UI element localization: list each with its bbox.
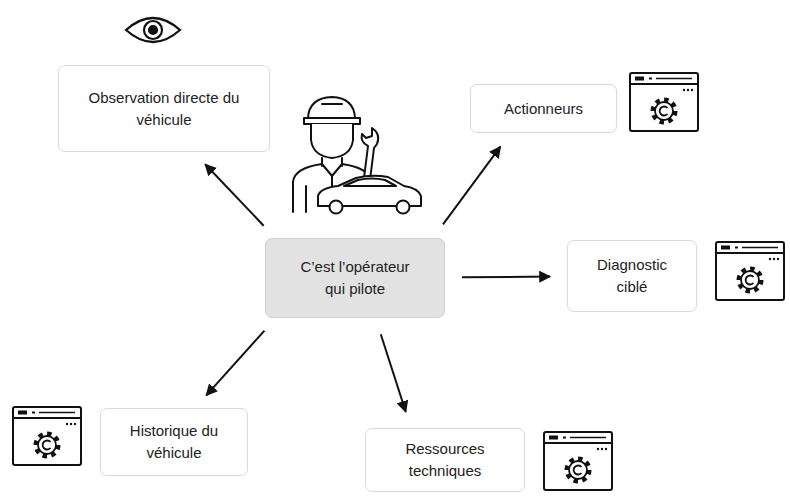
software-icon xyxy=(544,432,612,490)
topic-box: Observation directe du véhicule xyxy=(58,65,270,152)
box-label: Ressources techniques xyxy=(397,438,493,482)
topic-box: Historique du véhicule xyxy=(100,408,248,476)
box-label: Observation directe du véhicule xyxy=(88,87,240,131)
arrow-connector xyxy=(205,164,263,225)
arrow-connector xyxy=(206,331,264,396)
software-icon xyxy=(716,242,784,300)
arrow-connector xyxy=(462,276,550,279)
arrow-connector xyxy=(443,147,500,225)
box-label: Actionneurs xyxy=(504,98,583,120)
box-label: Diagnostic ciblé xyxy=(586,254,678,298)
topic-box: Actionneurs xyxy=(470,84,617,133)
arrow-connector xyxy=(381,334,406,412)
software-icon xyxy=(630,73,698,131)
box-label: Historique du véhicule xyxy=(128,420,220,464)
topic-box: Ressources techniques xyxy=(365,428,525,492)
eye-icon xyxy=(126,18,180,42)
car-figure xyxy=(318,176,421,214)
hub-box: C’est l’opérateur qui pilote xyxy=(265,238,445,318)
topic-box: Diagnostic ciblé xyxy=(567,240,697,312)
software-icon xyxy=(13,407,81,465)
box-label: C’est l’opérateur qui pilote xyxy=(289,256,421,300)
